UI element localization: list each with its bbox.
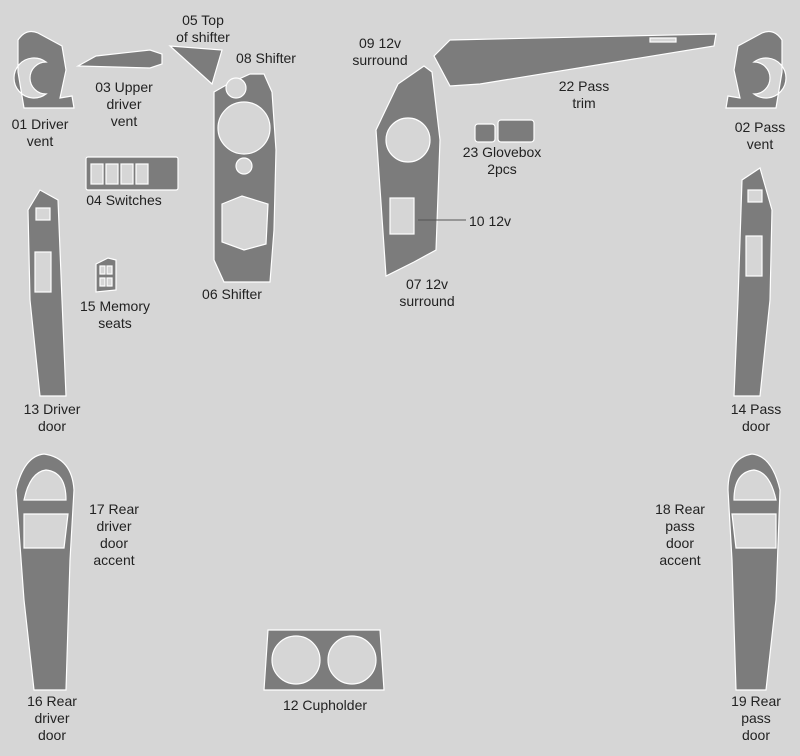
part-14-pass-door	[733, 167, 773, 397]
label-13-driver-door: 13 Driver door	[23, 401, 81, 434]
memory-cutout	[106, 265, 113, 275]
label-12-cupholder: 12 Cupholder	[282, 697, 368, 713]
switch-cutout	[135, 163, 149, 185]
part-05-top-of-shifter	[168, 45, 223, 86]
shifter-cutout	[225, 77, 247, 99]
label-06-shifter: 06 Shifter	[202, 286, 262, 302]
surround-cutout	[385, 117, 431, 163]
part-19-rear-pass-door	[727, 453, 781, 691]
memory-cutout	[99, 265, 106, 275]
label-10-12v: 10 12v	[469, 213, 512, 229]
door-cutout	[23, 513, 69, 549]
door-cutout	[731, 513, 777, 549]
label-05-top-of-shifter: 05 Top of shifter	[176, 12, 230, 45]
label-16-rear-driver-door: 16 Rear driver door	[27, 693, 77, 743]
label-03-upper-driver-vent: 03 Upper driver vent	[95, 79, 153, 129]
door-cutout	[747, 189, 763, 203]
part-02-pass-vent	[725, 30, 787, 109]
label-01-driver-vent: 01 Driver vent	[11, 116, 69, 149]
label-04-switches: 04 Switches	[86, 192, 162, 208]
memory-cutout	[106, 277, 113, 287]
door-cutout	[745, 235, 763, 277]
shifter-cutout	[235, 157, 253, 175]
shifter-cutout	[221, 195, 269, 251]
part-13-driver-door	[27, 189, 67, 397]
label-08-shifter: 08 Shifter	[236, 50, 296, 66]
label-18-rear-pass-door-accent: 18 Rear pass door accent	[655, 501, 705, 568]
part-01-driver-vent	[13, 30, 75, 109]
part-03-upper-driver-vent	[75, 49, 163, 69]
cup-cutout	[271, 635, 321, 685]
door-cutout	[35, 207, 51, 221]
label-07-12v-surround: 07 12v surround	[399, 276, 455, 309]
label-14-pass-door: 14 Pass door	[730, 401, 782, 434]
memory-cutout	[99, 277, 106, 287]
label-22-pass-trim: 22 Pass trim	[558, 78, 610, 111]
trim-slot	[649, 37, 677, 43]
switch-cutout	[105, 163, 119, 185]
shifter-cutout	[217, 101, 271, 155]
label-09-12v-surround: 09 12v surround	[352, 35, 408, 68]
part-09-07-12v-surround	[375, 65, 441, 277]
cup-cutout	[327, 635, 377, 685]
part-15-memory-seats	[95, 257, 117, 293]
switch-cutout	[90, 163, 104, 185]
part-16-rear-driver-door	[15, 453, 75, 691]
part-23-glovebox-a	[474, 123, 496, 143]
label-17-rear-driver-door-accent: 17 Rear driver door accent	[89, 501, 139, 568]
label-23-glovebox: 23 Glovebox 2pcs	[462, 144, 542, 177]
surround-cutout	[389, 197, 415, 235]
label-15-memory-seats: 15 Memory seats	[79, 298, 151, 331]
door-cutout	[733, 469, 777, 501]
label-19-rear-pass-door: 19 Rear pass door	[731, 693, 781, 743]
part-23-glovebox-b	[497, 119, 535, 143]
part-22-pass-trim	[433, 33, 717, 87]
label-02-pass-vent: 02 Pass vent	[734, 119, 786, 152]
switch-cutout	[120, 163, 134, 185]
door-cutout	[34, 251, 52, 293]
door-cutout	[23, 469, 67, 501]
